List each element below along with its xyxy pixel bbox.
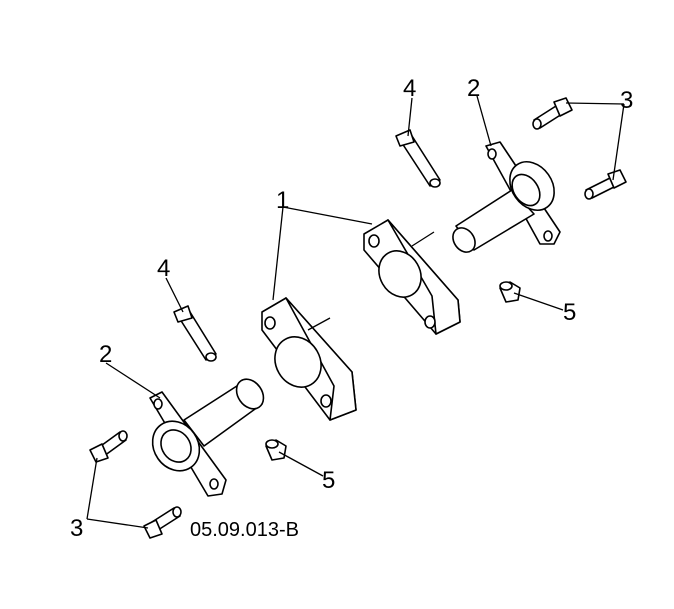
flanged-spindle-upper xyxy=(452,141,561,253)
callout-4-lower: 4 xyxy=(157,255,170,282)
flange-bolt-lower-1 xyxy=(89,430,128,463)
callout-5-lower: 5 xyxy=(322,467,335,494)
nut-upper xyxy=(499,281,521,303)
callout-4-upper: 4 xyxy=(403,75,416,102)
callout-1: 1 xyxy=(276,187,289,214)
flanged-spindle-lower xyxy=(149,378,265,497)
drawing-code: 05.09.013-B xyxy=(190,519,299,541)
callout-5-upper: 5 xyxy=(563,299,576,326)
callout-3-upper: 3 xyxy=(620,87,633,114)
leader-lines xyxy=(86,95,625,529)
spacer-block-lower xyxy=(261,297,357,421)
flange-bolt-lower-2 xyxy=(143,506,182,539)
long-bolt-lower xyxy=(173,305,217,362)
flange-bolt-upper-1 xyxy=(532,97,573,130)
flange-bolt-upper-2 xyxy=(584,169,627,200)
callout-3-lower: 3 xyxy=(70,515,83,542)
callout-2-lower: 2 xyxy=(99,341,112,368)
callout-2-upper: 2 xyxy=(467,75,480,102)
spacer-block-upper xyxy=(363,219,461,335)
long-bolt-upper xyxy=(395,129,441,188)
nut-lower xyxy=(265,439,287,461)
